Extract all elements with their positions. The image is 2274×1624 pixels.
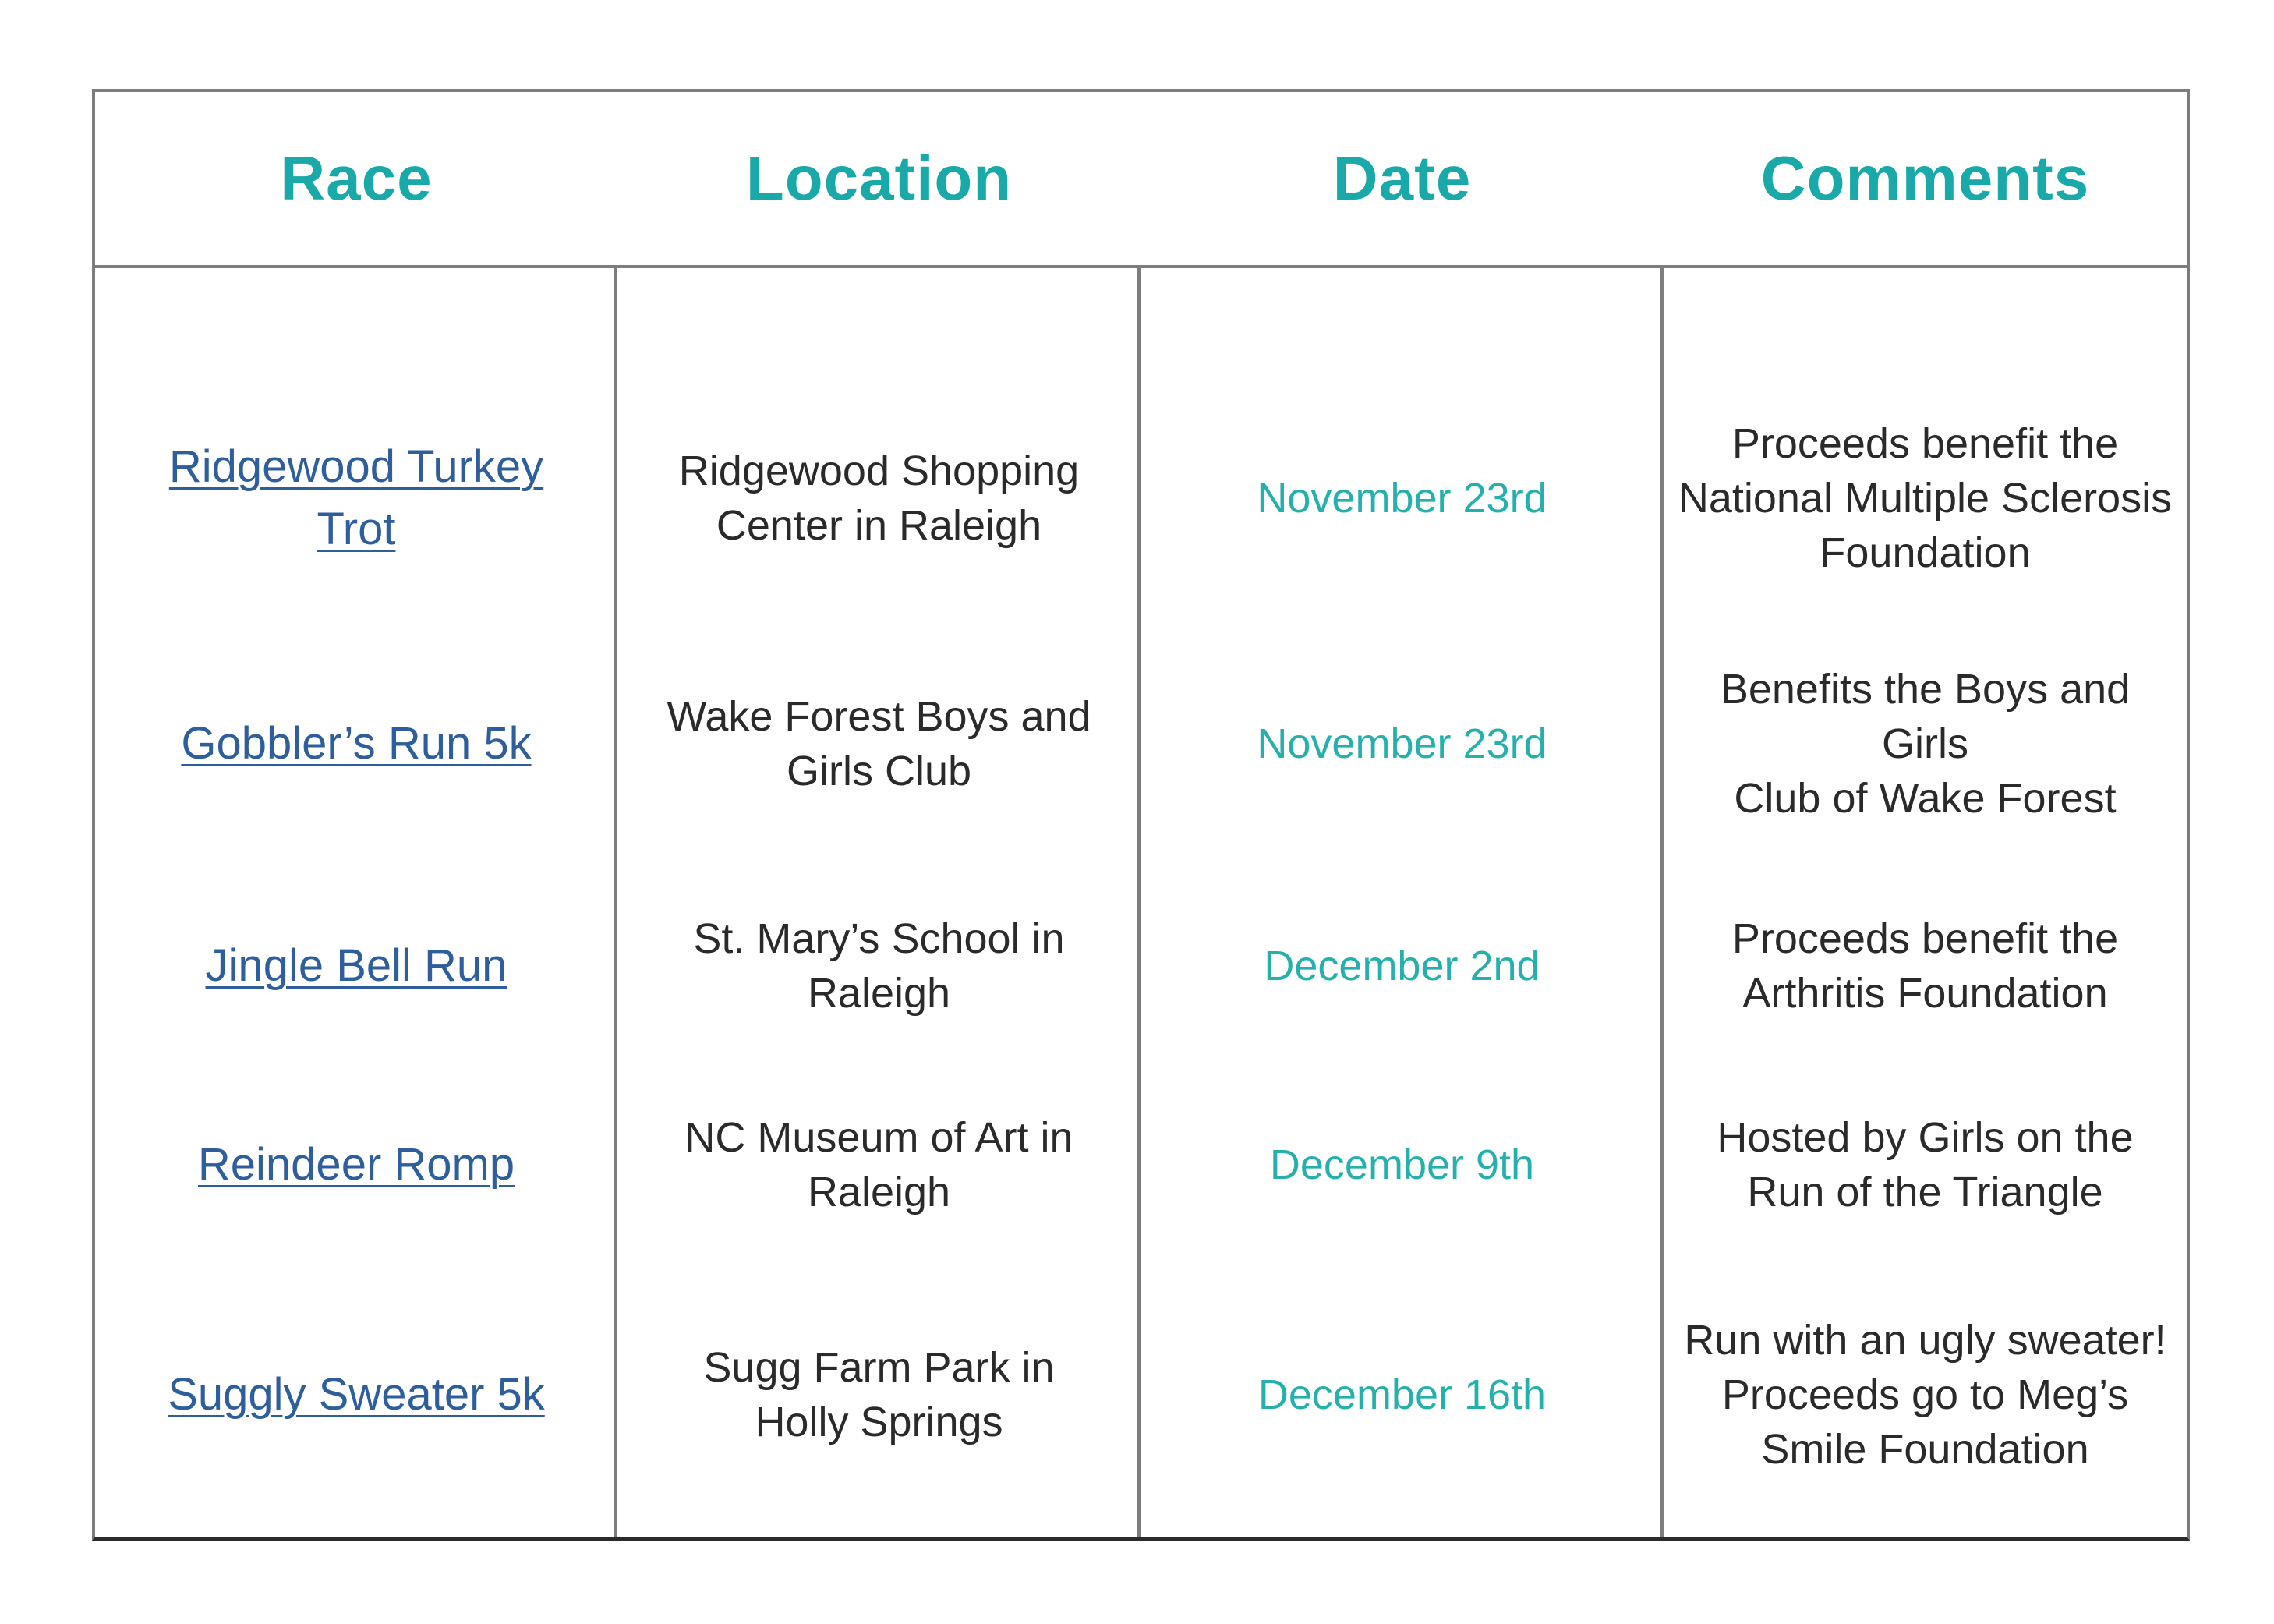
- location-line: Wake Forest Boys and: [667, 693, 1091, 740]
- table-row: Reindeer Romp NC Museum of Art in Raleig…: [95, 1063, 2187, 1266]
- race-cell: Suggly Sweater 5k: [95, 1364, 617, 1426]
- comment-line: Club of Wake Forest: [1734, 775, 2117, 822]
- comment-line: Foundation: [1820, 529, 2031, 576]
- location-line: NC Museum of Art in: [684, 1114, 1073, 1161]
- table-row: Jingle Bell Run St. Mary’s School in Ral…: [95, 865, 2187, 1067]
- comment-line: Arthritis Foundation: [1742, 970, 2108, 1017]
- comment-cell: Hosted by Girls on the Run of the Triang…: [1664, 1110, 2187, 1219]
- comment-line: Hosted by Girls on the: [1717, 1114, 2134, 1161]
- comment-line: Proceeds benefit the: [1731, 420, 2119, 467]
- column-divider: [1660, 268, 1664, 1537]
- race-link-line: Jingle Bell Run: [205, 940, 507, 991]
- comment-line: Smile Foundation: [1761, 1426, 2089, 1473]
- location-cell: NC Museum of Art in Raleigh: [617, 1110, 1141, 1219]
- race-table: Race Location Date Comments Ridgewood Tu…: [92, 89, 2190, 1541]
- header-race: Race: [280, 143, 433, 213]
- race-link-line: Trot: [317, 504, 396, 554]
- comment-line: National Multiple Sclerosis: [1678, 475, 2173, 522]
- location-line: Sugg Farm Park in: [703, 1344, 1055, 1391]
- comment-cell: Proceeds benefit the Arthritis Foundatio…: [1664, 911, 2187, 1021]
- header-date: Date: [1332, 143, 1472, 213]
- location-cell: St. Mary’s School in Raleigh: [617, 911, 1141, 1021]
- location-cell: Wake Forest Boys and Girls Club: [617, 689, 1141, 798]
- column-divider: [1137, 268, 1141, 1537]
- race-link[interactable]: Gobbler’s Run 5k: [106, 713, 607, 775]
- race-link[interactable]: Suggly Sweater 5k: [106, 1364, 607, 1426]
- race-cell: Reindeer Romp: [95, 1134, 617, 1196]
- comment-line: Run of the Triangle: [1747, 1169, 2103, 1215]
- location-line: Raleigh: [807, 1169, 951, 1215]
- comment-cell: Run with an ugly sweater! Proceeds go to…: [1664, 1313, 2187, 1477]
- location-line: Raleigh: [807, 970, 951, 1017]
- comment-line: Proceeds go to Meg’s: [1721, 1371, 2129, 1418]
- race-cell: Gobbler’s Run 5k: [95, 713, 617, 775]
- race-cell: Ridgewood Turkey Trot: [95, 436, 617, 561]
- column-divider: [614, 268, 617, 1537]
- table-body: Ridgewood Turkey Trot Ridgewood Shopping…: [95, 268, 2187, 1537]
- race-link[interactable]: Reindeer Romp: [106, 1134, 607, 1196]
- comment-line: Benefits the Boys and Girls: [1720, 666, 2131, 767]
- location-line: Holly Springs: [755, 1399, 1003, 1445]
- race-link-line: Gobbler’s Run 5k: [181, 718, 532, 769]
- race-link-line: Ridgewood Turkey: [168, 441, 544, 492]
- comment-cell: Benefits the Boys and Girls Club of Wake…: [1664, 662, 2187, 826]
- table-header: Race Location Date Comments: [95, 92, 2187, 268]
- race-cell: Jingle Bell Run: [95, 935, 617, 997]
- table-row: Suggly Sweater 5k Sugg Farm Park in Holl…: [95, 1270, 2187, 1520]
- location-line: Girls Club: [786, 748, 972, 794]
- header-comments: Comments: [1760, 143, 2090, 213]
- comment-line: Run with an ugly sweater!: [1684, 1317, 2166, 1364]
- race-link-line: Reindeer Romp: [197, 1139, 515, 1190]
- date-cell: November 23rd: [1257, 475, 1547, 522]
- table-row: Gobbler’s Run 5k Wake Forest Boys and Gi…: [95, 642, 2187, 845]
- header-location: Location: [745, 143, 1013, 213]
- date-cell: December 9th: [1269, 1141, 1535, 1188]
- date-cell: December 2nd: [1264, 943, 1540, 989]
- location-line: Center in Raleigh: [716, 502, 1042, 549]
- location-line: St. Mary’s School in: [693, 915, 1065, 962]
- location-line: Ridgewood Shopping: [678, 448, 1080, 494]
- location-cell: Sugg Farm Park in Holly Springs: [617, 1340, 1141, 1449]
- table-row: Ridgewood Turkey Trot Ridgewood Shopping…: [95, 381, 2187, 615]
- race-link[interactable]: Ridgewood Turkey Trot: [106, 436, 607, 561]
- location-cell: Ridgewood Shopping Center in Raleigh: [617, 444, 1141, 553]
- date-cell: December 16th: [1257, 1371, 1547, 1418]
- comment-line: Proceeds benefit the: [1731, 915, 2119, 962]
- race-link[interactable]: Jingle Bell Run: [106, 935, 607, 997]
- race-link-line: Suggly Sweater 5k: [168, 1369, 545, 1420]
- comment-cell: Proceeds benefit the National Multiple S…: [1664, 416, 2187, 580]
- date-cell: November 23rd: [1257, 720, 1547, 767]
